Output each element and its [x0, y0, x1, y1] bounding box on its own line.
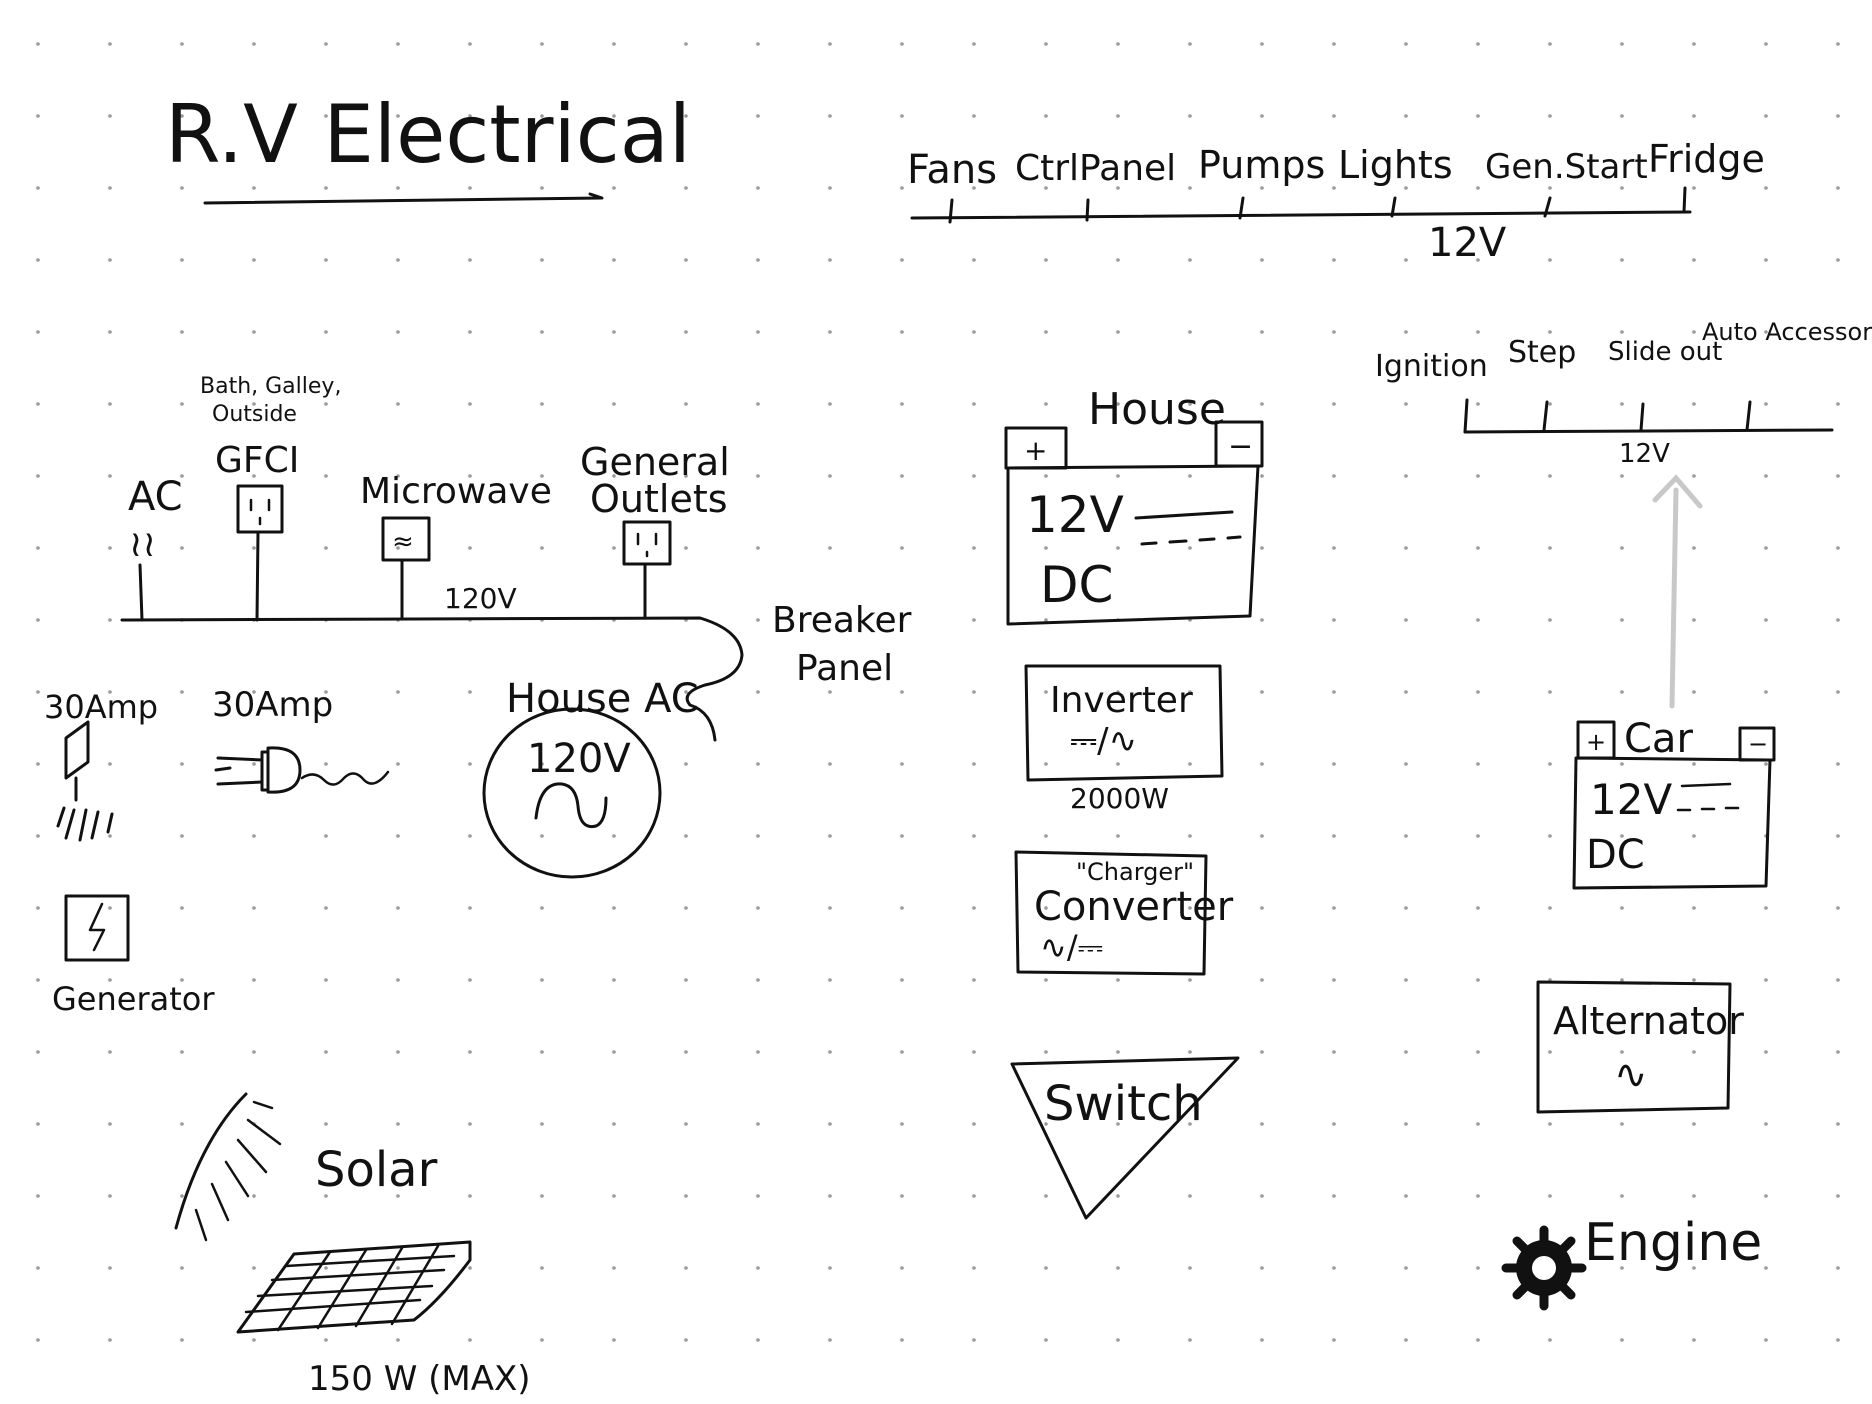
house-ac: House AC 120V	[482, 676, 699, 879]
outlet-icon	[622, 520, 672, 566]
car-battery: + Car − 12V DC	[1572, 716, 1776, 890]
solar-panel-icon	[236, 1240, 472, 1334]
sine-wave-icon	[534, 782, 608, 829]
gfci-note-line2: Outside	[212, 402, 297, 427]
ac-bus-voltage: 120V	[444, 582, 517, 615]
top-bus-label-ctrlpanel: CtrlPanel	[1015, 148, 1176, 189]
plug-icon	[214, 746, 302, 794]
house-battery-line2: DC	[1040, 556, 1113, 614]
gfci-label: GFCI	[215, 440, 299, 481]
ac-wave-icon: ≀≀	[129, 524, 156, 565]
inverter: Inverter ⎓/∿ 2000W	[1024, 664, 1224, 815]
top-bus-label-pumps: Pumps	[1198, 143, 1325, 187]
inverter-rating: 2000W	[1070, 782, 1169, 815]
sun-icon	[174, 1092, 248, 1230]
house-battery-plus: +	[1024, 434, 1047, 467]
top-bus-label-lights: Lights	[1338, 143, 1453, 187]
house-battery-minus: −	[1228, 429, 1253, 464]
top-bus-label-fridge: Fridge	[1648, 137, 1765, 181]
outlets-label-line1: General	[580, 440, 730, 484]
diagram-title: R.V Electrical	[165, 88, 691, 181]
outlets-label-line2: Outlets	[590, 477, 728, 521]
solar: Solar 150 W (MAX)	[174, 1092, 531, 1399]
solar-label: Solar	[315, 1142, 438, 1198]
inverter-symbol: ⎓/∿	[1070, 721, 1137, 761]
alternator: Alternator ∿	[1536, 980, 1744, 1114]
car-bus-label-step: Step	[1508, 335, 1576, 370]
dc-symbol-icon	[1676, 782, 1740, 812]
transfer-switch: Switch	[1010, 1056, 1240, 1220]
alternator-symbol: ∿	[1614, 1052, 1648, 1098]
alternator-label: Alternator	[1553, 999, 1744, 1043]
generator-label: Generator	[52, 980, 215, 1018]
generator: Generator	[52, 894, 215, 1018]
outlet-icon	[236, 484, 284, 534]
svg-text:≈: ≈	[392, 527, 414, 557]
gfci-note-line1: Bath, Galley,	[200, 374, 341, 399]
car-battery-line1: 12V	[1590, 775, 1672, 824]
microwave-label: Microwave	[360, 471, 552, 512]
dc-symbol-icon	[1134, 510, 1242, 546]
car-to-bus-arrow	[1652, 474, 1703, 709]
car-12v-bus: Ignition Step Slide out Auto Accessory 1…	[1375, 318, 1872, 709]
top-bus-label-fans: Fans	[907, 147, 997, 193]
car-battery-plus: +	[1586, 728, 1606, 756]
engine-label: Engine	[1584, 1213, 1762, 1273]
inverter-label: Inverter	[1050, 680, 1193, 721]
title-underline	[203, 192, 604, 205]
house-battery: House + − 12V DC	[1004, 384, 1264, 626]
gear-icon	[1501, 1225, 1587, 1311]
amp30-left-label: 30Amp	[44, 688, 158, 726]
amp30-plug-label: 30Amp	[212, 685, 333, 725]
solar-rating: 150 W (MAX)	[308, 1359, 531, 1399]
car-bus-label-auto-accessory: Auto Accessory	[1702, 318, 1872, 346]
top-bus-label-genstart: Gen.Start	[1485, 147, 1648, 187]
house-ac-voltage: 120V	[527, 736, 631, 782]
converter-note: "Charger"	[1076, 858, 1194, 886]
car-battery-title: Car	[1624, 716, 1693, 762]
car-bus-voltage: 12V	[1619, 439, 1670, 469]
house-battery-line1: 12V	[1026, 486, 1124, 544]
house-battery-title: House	[1088, 384, 1226, 435]
car-bus-label-ignition: Ignition	[1375, 349, 1488, 384]
breaker-label-line2: Panel	[796, 648, 893, 689]
converter: "Charger" Converter ∿/⎓	[1014, 850, 1234, 976]
plug-30amp: 30Amp	[212, 685, 390, 794]
converter-label: Converter	[1034, 884, 1234, 930]
lightning-icon	[88, 902, 106, 952]
switch-label: Switch	[1044, 1076, 1203, 1132]
car-bus-label-slideout: Slide out	[1608, 337, 1722, 367]
microwave-icon: ≈	[381, 516, 431, 562]
car-battery-line2: DC	[1586, 832, 1645, 878]
ac-label: AC	[128, 474, 183, 520]
converter-symbol: ∿/⎓	[1040, 928, 1103, 966]
engine: Engine	[1501, 1213, 1762, 1311]
car-battery-minus: −	[1748, 730, 1768, 758]
breaker-label-line1: Breaker	[772, 600, 912, 641]
ac-120v-bus: AC ≀≀ Bath, Galley, Outside GFCI Microwa…	[120, 374, 912, 742]
top-12v-bus: Fans CtrlPanel Pumps Lights Gen.Start Fr…	[907, 137, 1765, 266]
shore-power-30amp: 30Amp	[44, 688, 158, 842]
top-bus-voltage: 12V	[1428, 220, 1507, 266]
